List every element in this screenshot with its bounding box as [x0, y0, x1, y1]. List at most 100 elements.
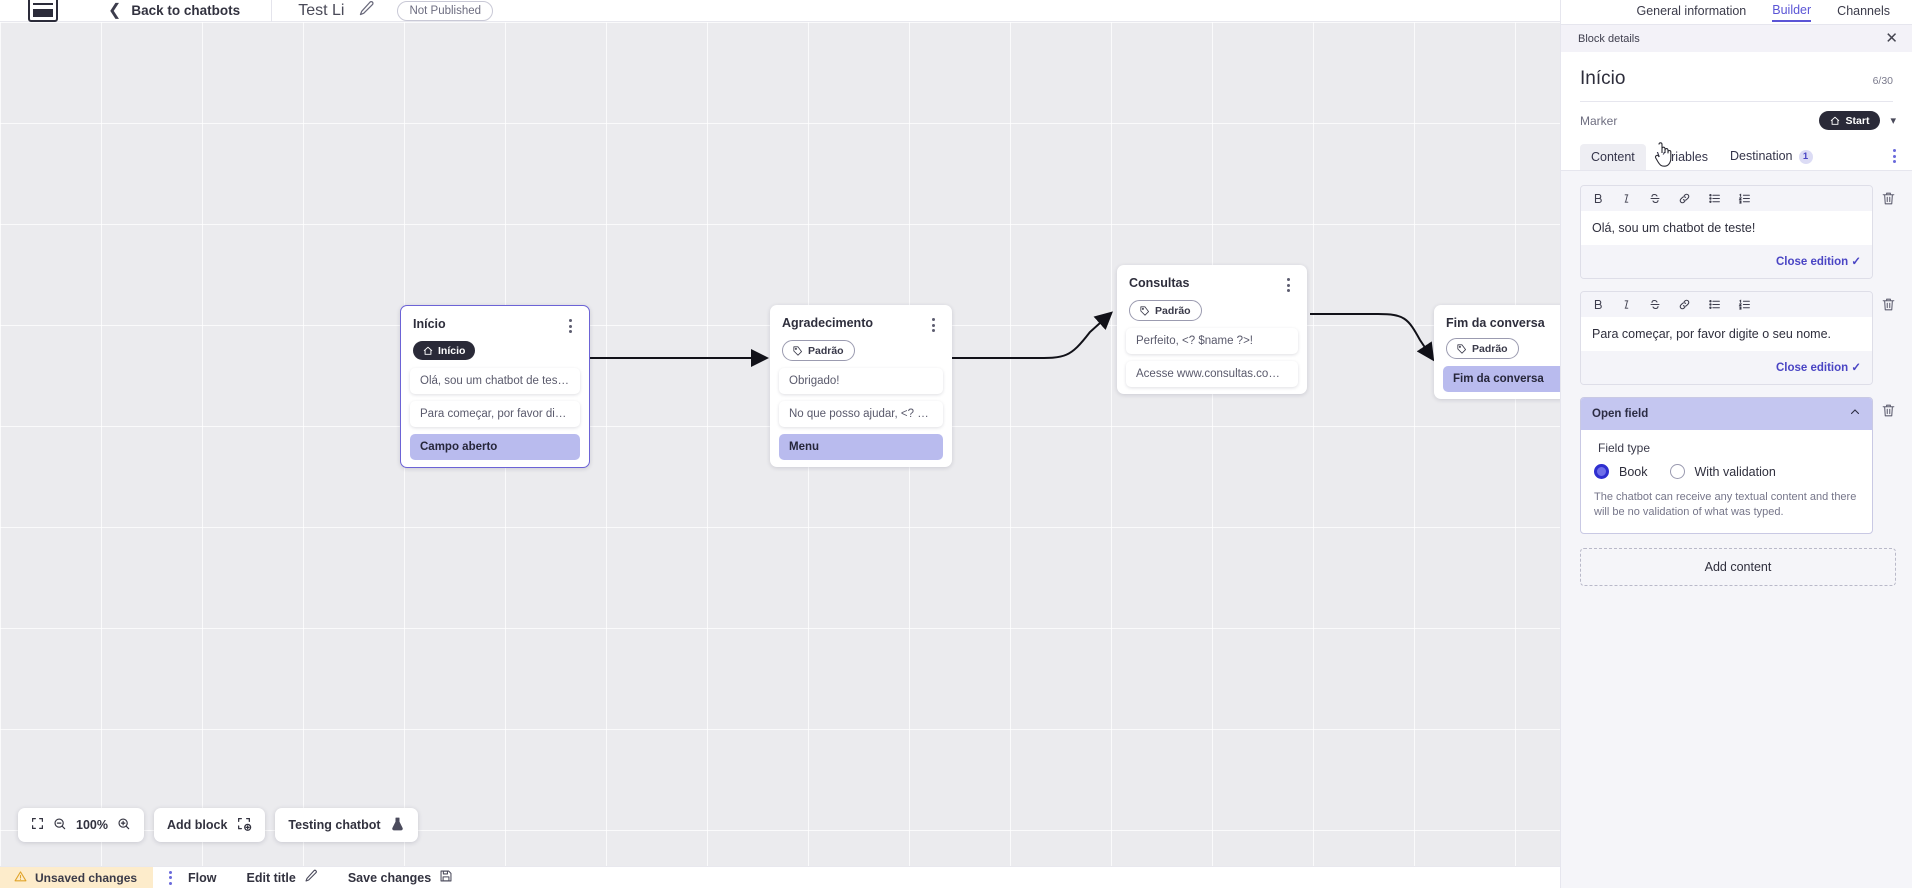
strikethrough-icon[interactable]: [1649, 192, 1661, 205]
trash-icon[interactable]: [1881, 291, 1896, 317]
bold-icon[interactable]: [1592, 192, 1604, 205]
flask-icon: [390, 816, 405, 835]
link-icon[interactable]: [1678, 298, 1691, 311]
node-chip-label: Início: [438, 344, 466, 357]
open-field-header[interactable]: Open field: [1581, 398, 1872, 430]
tab-content[interactable]: Content: [1580, 143, 1646, 170]
tab-channels[interactable]: Channels: [1837, 3, 1890, 18]
warning-triangle-icon: [14, 870, 27, 886]
testing-chatbot-button[interactable]: Testing chatbot: [275, 808, 418, 842]
add-block-button[interactable]: Add block: [153, 808, 266, 842]
open-field-body: Field type Book With validation The chat…: [1581, 430, 1872, 533]
trash-icon[interactable]: [1881, 185, 1896, 211]
tab-variables[interactable]: Variables: [1656, 149, 1708, 164]
add-block-label: Add block: [166, 818, 228, 832]
zoom-in-icon[interactable]: [117, 817, 131, 834]
bullet-list-icon[interactable]: [1708, 298, 1721, 311]
numbered-list-icon[interactable]: [1738, 298, 1751, 311]
link-icon[interactable]: [1678, 192, 1691, 205]
pencil-icon: [304, 869, 318, 886]
app-logo[interactable]: [28, 0, 58, 22]
node-header: Agradecimento: [770, 305, 952, 332]
canvas-toolbar: 100% Add block Testing chatbot: [18, 808, 418, 842]
node-row[interactable]: Olá, sou um chatbot de teste!: [410, 367, 580, 394]
pencil-icon[interactable]: [358, 0, 375, 22]
italic-icon[interactable]: [1621, 192, 1632, 205]
node-menu-icon[interactable]: [563, 317, 577, 333]
edit-title-button[interactable]: Edit title: [247, 869, 318, 886]
bold-icon[interactable]: [1592, 298, 1604, 311]
right-panel: General information Builder Channels Blo…: [1560, 0, 1912, 888]
home-icon: [1830, 116, 1839, 125]
node-chip-label: Padrão: [808, 344, 844, 357]
block-title-row: Início 6/30: [1561, 52, 1912, 90]
chevron-down-icon[interactable]: ▾: [1890, 115, 1896, 127]
radio-with-validation[interactable]: [1669, 464, 1685, 479]
node-row[interactable]: Campo aberto: [410, 433, 580, 460]
strikethrough-icon[interactable]: [1649, 298, 1661, 311]
node-row[interactable]: Menu: [779, 434, 943, 460]
radio-book[interactable]: [1594, 464, 1609, 479]
panel-more-menu-icon[interactable]: [1893, 149, 1896, 163]
chatbot-title: Test Li: [298, 1, 345, 19]
bullet-list-icon[interactable]: [1708, 192, 1721, 205]
open-field-description: The chatbot can receive any textual cont…: [1594, 491, 1857, 518]
node-row[interactable]: Para começar, por favor digite o ...: [410, 400, 580, 427]
add-content-button[interactable]: Add content: [1580, 547, 1896, 586]
flow-node-agradecimento[interactable]: Agradecimento Padrão Obrigado! No que po…: [770, 305, 952, 467]
content-editor-block: Olá, sou um chatbot de teste! Close edit…: [1580, 185, 1896, 279]
node-row[interactable]: No que posso ajudar, <? $name ...: [779, 401, 943, 427]
node-chip-label: Padrão: [1155, 304, 1191, 317]
node-row[interactable]: Fim da conversa: [1443, 366, 1560, 392]
panel-top-tabs: General information Builder Channels: [1561, 0, 1912, 25]
tab-builder[interactable]: Builder: [1772, 3, 1812, 22]
unsaved-changes-indicator: Unsaved changes: [0, 867, 154, 888]
rich-text-editor[interactable]: Para começar, por favor digite o seu nom…: [1580, 291, 1873, 385]
destination-badge: 1: [1798, 150, 1813, 164]
chevron-up-icon[interactable]: [1849, 405, 1861, 423]
zoom-level: 100%: [76, 818, 108, 832]
node-menu-icon[interactable]: [926, 316, 940, 332]
field-type-label: Field type: [1598, 441, 1651, 455]
fit-screen-icon[interactable]: [31, 817, 44, 833]
tab-destination-label: Destination: [1729, 149, 1793, 163]
save-changes-button[interactable]: Save changes: [348, 869, 453, 886]
editor-toolbar: [1581, 186, 1872, 211]
editor-text[interactable]: Olá, sou um chatbot de teste!: [1581, 211, 1872, 245]
tab-destination[interactable]: Destination 1: [1719, 143, 1824, 170]
italic-icon[interactable]: [1621, 298, 1632, 311]
close-edition-button[interactable]: Close edition ✓: [1775, 256, 1861, 268]
add-block-icon: [236, 816, 252, 835]
block-details-label: Block details: [1578, 32, 1640, 45]
node-menu-icon[interactable]: [1281, 276, 1295, 292]
node-row[interactable]: Perfeito, <? $name ?>!: [1126, 328, 1298, 354]
flow-button[interactable]: Flow: [188, 871, 216, 885]
marker-row: Marker Start ▾: [1561, 102, 1912, 130]
close-icon[interactable]: ✕: [1885, 30, 1898, 47]
editor-text[interactable]: Para começar, por favor digite o seu nom…: [1581, 317, 1872, 351]
node-header: Início: [401, 306, 589, 333]
flow-node-fim-da-conversa[interactable]: Fim da conversa Padrão Fim da conversa: [1434, 305, 1560, 399]
radio-with-validation-label: With validation: [1694, 464, 1776, 479]
flow-node-consultas[interactable]: Consultas Padrão Perfeito, <? $name ?>! …: [1117, 265, 1307, 394]
node-chip-padrao: Padrão: [1446, 338, 1519, 359]
flow-node-inicio[interactable]: Início Início Olá, sou um chatbot de tes…: [400, 305, 590, 468]
kebab-menu-icon[interactable]: [169, 870, 173, 885]
numbered-list-icon[interactable]: [1738, 192, 1751, 205]
back-chevron-icon[interactable]: ❮: [108, 1, 122, 19]
zoom-controls[interactable]: 100%: [18, 808, 144, 842]
tab-general-information[interactable]: General information: [1636, 3, 1747, 18]
zoom-out-icon[interactable]: [53, 817, 67, 834]
rich-text-editor[interactable]: Olá, sou um chatbot de teste! Close edit…: [1580, 185, 1873, 279]
back-to-chatbots-link[interactable]: Back to chatbots: [131, 3, 241, 18]
close-edition-button[interactable]: Close edition ✓: [1775, 362, 1861, 374]
marker-value: Start: [1845, 114, 1870, 127]
flow-canvas[interactable]: Início Início Olá, sou um chatbot de tes…: [0, 22, 1560, 866]
node-row[interactable]: Acesse www.consultas.com par...: [1126, 361, 1298, 387]
node-chip-label: Padrão: [1472, 342, 1508, 355]
node-title: Início: [413, 317, 446, 331]
trash-icon[interactable]: [1881, 397, 1896, 423]
marker-start-chip[interactable]: Start: [1818, 111, 1881, 130]
node-row[interactable]: Obrigado!: [779, 368, 943, 394]
tag-icon: [793, 345, 802, 356]
